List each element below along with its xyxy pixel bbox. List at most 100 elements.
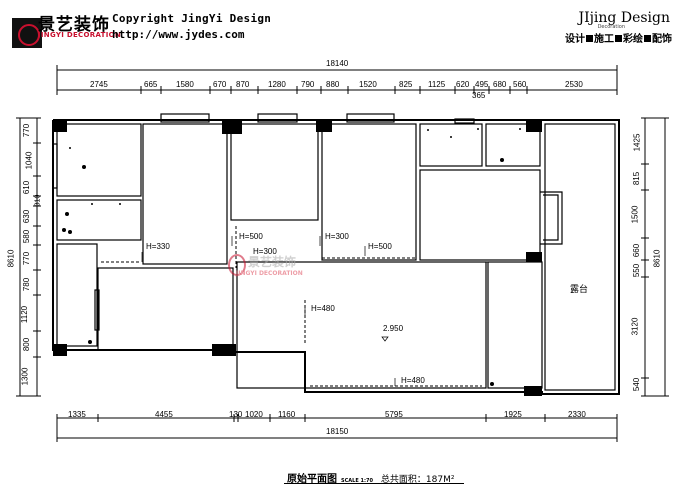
service-design: 设计	[565, 34, 585, 45]
total-area: 总共面积：187M²	[380, 475, 455, 485]
beam-height: H=500	[239, 232, 263, 241]
dim-bottom-total: 18150	[326, 427, 349, 436]
service-accessories: 配饰	[652, 34, 672, 45]
room-bottom-left	[97, 267, 234, 351]
dim-bottom: 1160	[278, 410, 296, 419]
corridor-left	[56, 243, 98, 347]
dim-top: 2530	[565, 80, 583, 89]
beam-height: H=480	[311, 304, 335, 313]
watermark-chinese: 景艺装饰	[248, 255, 297, 269]
dim-right-total: 8610	[652, 249, 662, 268]
services-list: 设计施工彩绘配饰	[565, 30, 672, 45]
dim-bottom: 5795	[385, 410, 403, 419]
beam-height: H=500	[368, 242, 392, 251]
window-left	[52, 143, 58, 189]
website-url[interactable]: http://www.jydes.com	[112, 28, 245, 41]
room-dining	[419, 169, 541, 261]
dim-top: 825	[399, 80, 413, 89]
dim-bottom: 1335	[68, 410, 86, 419]
dim-left: 1040	[24, 151, 34, 170]
dim-bottom: 2330	[568, 410, 586, 419]
dim-right: 660	[632, 243, 642, 258]
service-painting: 彩绘	[623, 34, 643, 45]
dim-bottom: 4455	[155, 410, 173, 419]
room-bedroom-3	[230, 123, 319, 221]
balcony	[544, 123, 616, 391]
room-living	[236, 261, 487, 389]
column	[222, 120, 242, 134]
window-top-3	[346, 113, 395, 123]
dim-top: 560	[513, 80, 527, 89]
dim-right: 1500	[630, 205, 640, 224]
dim-right: 540	[632, 377, 642, 392]
room-bedroom-2	[142, 123, 228, 265]
column	[53, 344, 67, 356]
window-top-2	[257, 113, 298, 123]
dim-top: 1125	[428, 80, 446, 89]
title-underline	[284, 483, 464, 484]
floor-elevation: 2.950	[383, 324, 404, 333]
column	[524, 386, 542, 396]
dim-right: 1425	[632, 133, 642, 152]
watermark-english: JINGYI DECORATION	[236, 270, 303, 277]
dim-top: 665	[144, 80, 158, 89]
brand-subtitle: Decoration	[597, 24, 625, 30]
drawing-scale: SCALE 1:70	[341, 478, 373, 484]
dim-top: 1580	[176, 80, 194, 89]
room-kitchen-a	[419, 123, 483, 167]
column	[53, 120, 67, 132]
dim-right: 815	[632, 171, 642, 186]
dim-bottom: 130	[229, 410, 243, 419]
brand-name: JIjing Design	[578, 10, 670, 26]
dim-top: 880	[326, 80, 340, 89]
dim-top-extra: 365	[472, 91, 486, 100]
room-top-left	[56, 123, 142, 197]
dim-left: 770	[22, 123, 32, 138]
room-bedroom-4	[321, 123, 417, 261]
dim-left: 1120	[20, 305, 30, 324]
room-kitchen-b	[485, 123, 541, 167]
drawing-title: 原始平面图	[287, 474, 337, 485]
beam-height: H=480	[401, 376, 425, 385]
dim-left: 580	[22, 229, 32, 244]
logo-icon	[12, 18, 42, 48]
company-logo	[6, 8, 106, 48]
copyright-text: Copyright JingYi Design	[112, 12, 272, 25]
balcony-label: 露台	[570, 284, 589, 294]
column	[212, 344, 236, 356]
dim-top: 620	[456, 80, 470, 89]
dim-top: 1280	[268, 80, 286, 89]
service-construction: 施工	[594, 34, 614, 45]
dim-top: 790	[301, 80, 315, 89]
square-bullet-icon	[615, 35, 622, 42]
bay-window	[540, 191, 563, 245]
column	[526, 252, 542, 262]
dim-left-total: 8610	[6, 249, 16, 268]
dim-top: 870	[236, 80, 250, 89]
watermark-logo: 景艺装饰 JINGYI DECORATION	[228, 252, 324, 280]
dim-right: 550	[632, 263, 642, 278]
dim-top: 2745	[90, 80, 108, 89]
watermark-icon	[228, 254, 246, 276]
dim-left: 310	[34, 194, 42, 207]
room-lower-right	[487, 261, 543, 389]
column	[316, 120, 332, 132]
dim-left: 780	[22, 277, 32, 292]
beam-height: H=300	[325, 232, 349, 241]
beam-height: H=330	[146, 242, 170, 251]
dim-bottom: 1925	[504, 410, 522, 419]
dim-left: 610	[22, 180, 32, 195]
room-bathroom-left	[56, 199, 142, 241]
beam-height: H=300	[253, 247, 277, 256]
dim-left: 800	[22, 337, 32, 352]
dim-left: 1300	[20, 367, 30, 386]
dim-top-total: 18140	[326, 59, 349, 68]
dim-top: 680	[493, 80, 507, 89]
window-top-1	[160, 113, 210, 123]
dim-right: 3120	[630, 317, 640, 336]
column	[526, 120, 542, 132]
dim-top: 670	[213, 80, 227, 89]
drawing-title-block: 原始平面图 SCALE 1:70 总共面积：187M²	[287, 470, 454, 485]
square-bullet-icon	[644, 35, 651, 42]
